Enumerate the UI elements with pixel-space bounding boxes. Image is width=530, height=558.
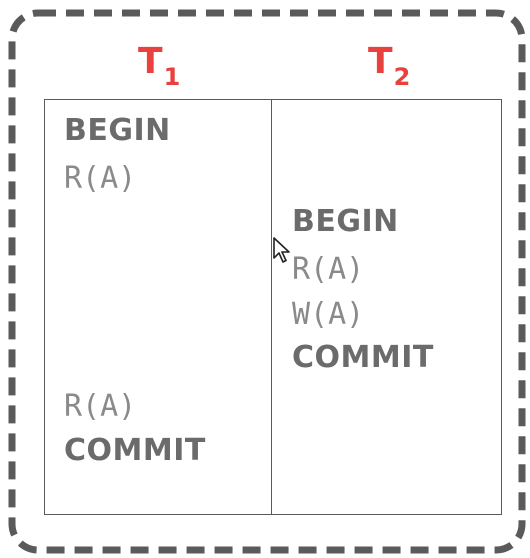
header-t1: T1 bbox=[138, 41, 180, 90]
t1-begin: BEGIN bbox=[64, 113, 171, 148]
t2-write-a: W(A) bbox=[292, 297, 365, 332]
header-t2-name: T bbox=[368, 41, 393, 82]
t1-read-a: R(A) bbox=[64, 161, 137, 196]
header-t2-subscript: 2 bbox=[393, 63, 411, 91]
t2-commit: COMMIT bbox=[292, 340, 434, 375]
t1-commit: COMMIT bbox=[64, 433, 206, 468]
schedule-table bbox=[44, 99, 502, 515]
t2-begin: BEGIN bbox=[292, 204, 399, 239]
mouse-pointer-icon bbox=[273, 237, 290, 263]
header-t1-name: T bbox=[138, 41, 163, 82]
t1-read-a-2: R(A) bbox=[64, 389, 137, 424]
header-t2: T2 bbox=[368, 41, 410, 90]
t2-read-a: R(A) bbox=[292, 252, 365, 287]
header-t1-subscript: 1 bbox=[163, 63, 181, 91]
column-divider bbox=[271, 99, 272, 515]
